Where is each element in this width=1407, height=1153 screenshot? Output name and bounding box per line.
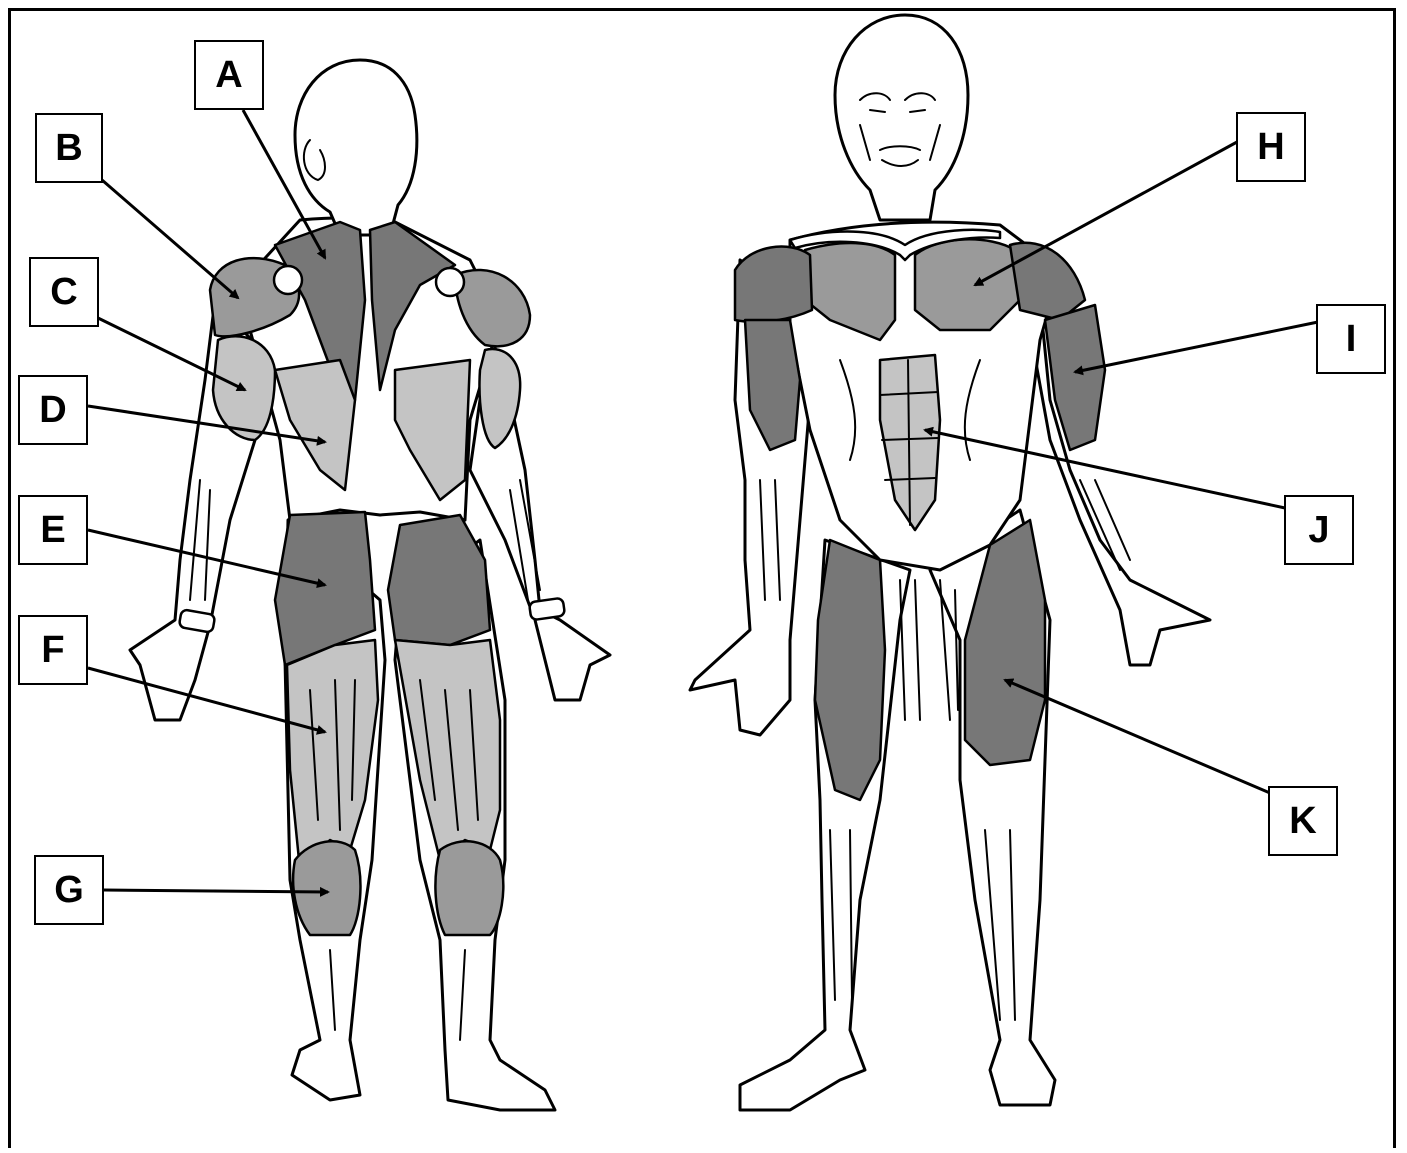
posterior-shoulder-knob-right (436, 268, 464, 296)
label-K: K (1268, 786, 1338, 856)
anterior-deltoid-left (735, 247, 812, 322)
leader-B (102, 180, 238, 298)
label-H: H (1236, 112, 1306, 182)
label-G: G (34, 855, 104, 925)
label-A: A (194, 40, 264, 110)
label-F: F (18, 615, 88, 685)
posterior-wrist-band-right (529, 598, 565, 621)
leader-lines (88, 110, 1318, 892)
posterior-head (295, 60, 417, 235)
posterior-gluteus-right (388, 515, 490, 645)
label-I: I (1316, 304, 1386, 374)
posterior-calf-left (293, 841, 360, 935)
leader-H (975, 142, 1237, 285)
label-J: J (1284, 495, 1354, 565)
label-B: B (35, 113, 103, 183)
leader-G (104, 890, 328, 892)
anterior-head (835, 15, 968, 220)
posterior-figure (130, 60, 610, 1110)
leader-I (1075, 322, 1318, 372)
label-E: E (18, 495, 88, 565)
anterior-deltoid-right (1010, 243, 1085, 320)
posterior-shoulder-knob-left (274, 266, 302, 294)
anterior-figure (690, 15, 1210, 1110)
label-C: C (29, 257, 99, 327)
label-D: D (18, 375, 88, 445)
anterior-pectoral-right (915, 239, 1020, 330)
posterior-calf-right (435, 841, 503, 935)
